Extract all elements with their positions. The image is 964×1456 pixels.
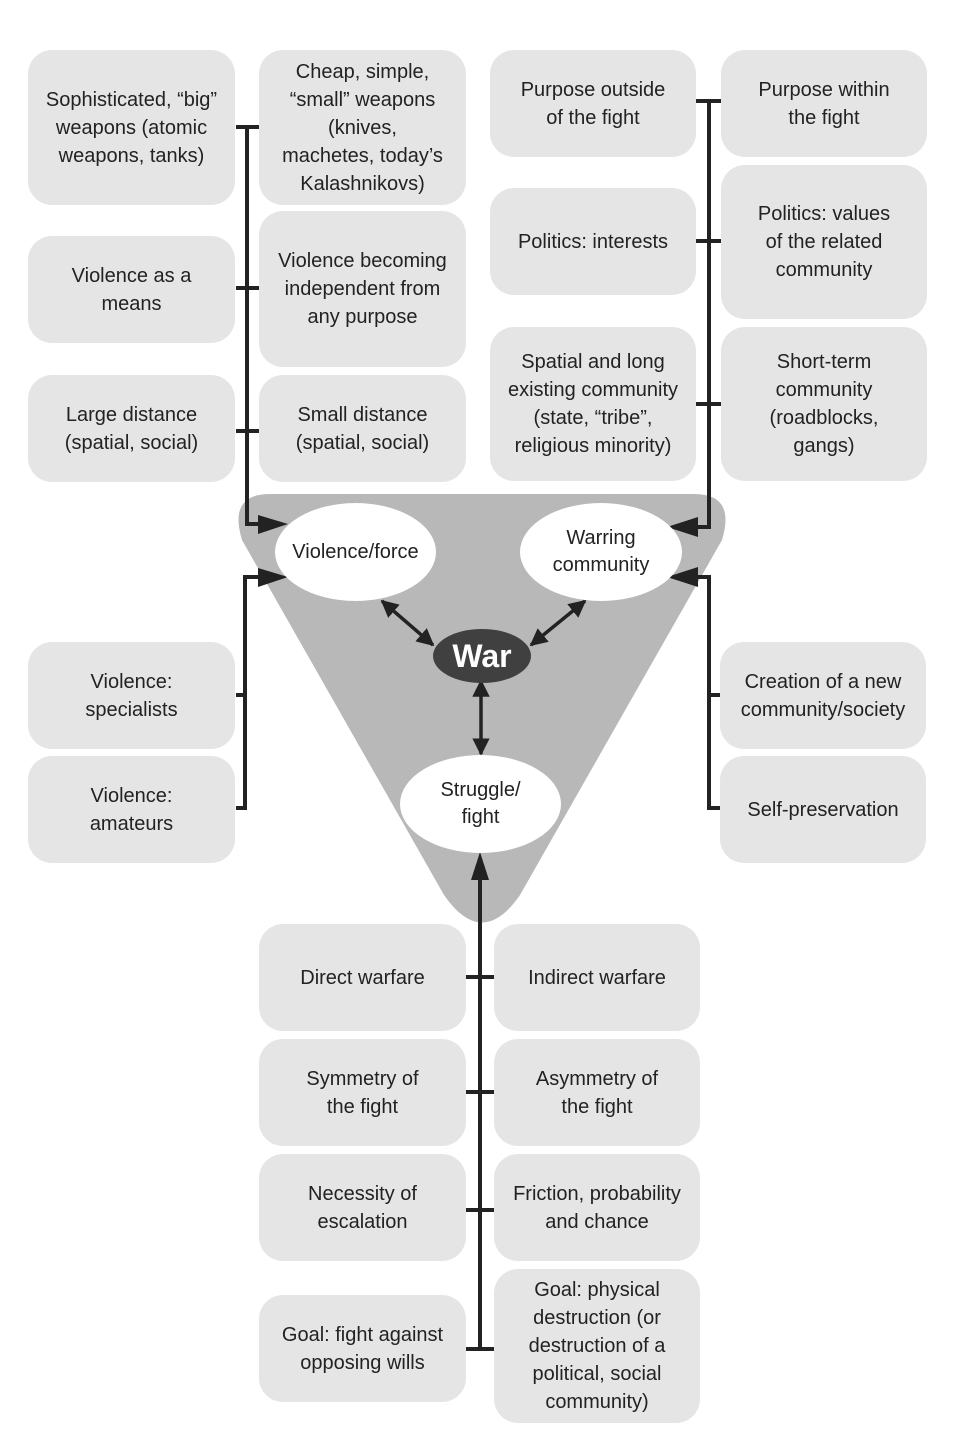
node-violence-force: Violence/force [275, 503, 436, 601]
box-goal-opposing-wills: Goal: fight against opposing wills [259, 1295, 466, 1402]
box-violence-independent: Violence becoming independent from any p… [259, 211, 466, 367]
connector-violence-actors [236, 575, 262, 810]
node-warring-community: Warring community [520, 503, 682, 601]
box-friction: Friction, probability and chance [494, 1154, 700, 1261]
arrow-head-community-top [667, 517, 698, 537]
box-purpose-outside: Purpose outside of the fight [490, 50, 696, 157]
box-large-distance: Large distance (spatial, social) [28, 375, 235, 482]
double-arrow-community-war [529, 599, 587, 647]
node-struggle-fight: Struggle/ fight [400, 755, 561, 853]
arrow-head-violence-bottom [258, 568, 288, 587]
box-politics-interests: Politics: interests [490, 188, 696, 295]
double-arrow-violence-war [380, 599, 435, 647]
box-indirect-warfare: Indirect warfare [494, 924, 700, 1031]
arrow-head-violence-top [258, 515, 288, 534]
box-violence-amateurs: Violence: amateurs [28, 756, 235, 863]
connector-community-pairs [695, 101, 711, 529]
box-purpose-within: Purpose within the fight [721, 50, 927, 157]
box-symmetry: Symmetry of the fight [259, 1039, 466, 1146]
box-short-term-community: Short-term community (roadblocks, gangs) [721, 327, 927, 481]
box-self-preservation: Self-preservation [720, 756, 926, 863]
box-new-community: Creation of a new community/society [720, 642, 926, 749]
box-direct-warfare: Direct warfare [259, 924, 466, 1031]
arrow-head-community-bottom [667, 567, 698, 587]
box-small-distance: Small distance (spatial, social) [259, 375, 466, 482]
box-violence-specialists: Violence: specialists [28, 642, 235, 749]
box-goal-destruction: Goal: physical destruction (or destructi… [494, 1269, 700, 1423]
box-violence-as-means: Violence as a means [28, 236, 235, 343]
node-war: War [433, 629, 531, 683]
box-asymmetry: Asymmetry of the fight [494, 1039, 700, 1146]
box-escalation: Necessity of escalation [259, 1154, 466, 1261]
box-big-weapons: Sophisticated, “big” weapons (atomic wea… [28, 50, 235, 205]
box-small-weapons: Cheap, simple, “small” weapons (knives, … [259, 50, 466, 205]
box-politics-values: Politics: values of the related communit… [721, 165, 927, 319]
box-long-existing-community: Spatial and long existing community (sta… [490, 327, 696, 481]
connector-community-goals [695, 575, 720, 810]
arrow-head-struggle [471, 852, 489, 880]
connector-violence-pairs [245, 127, 262, 526]
